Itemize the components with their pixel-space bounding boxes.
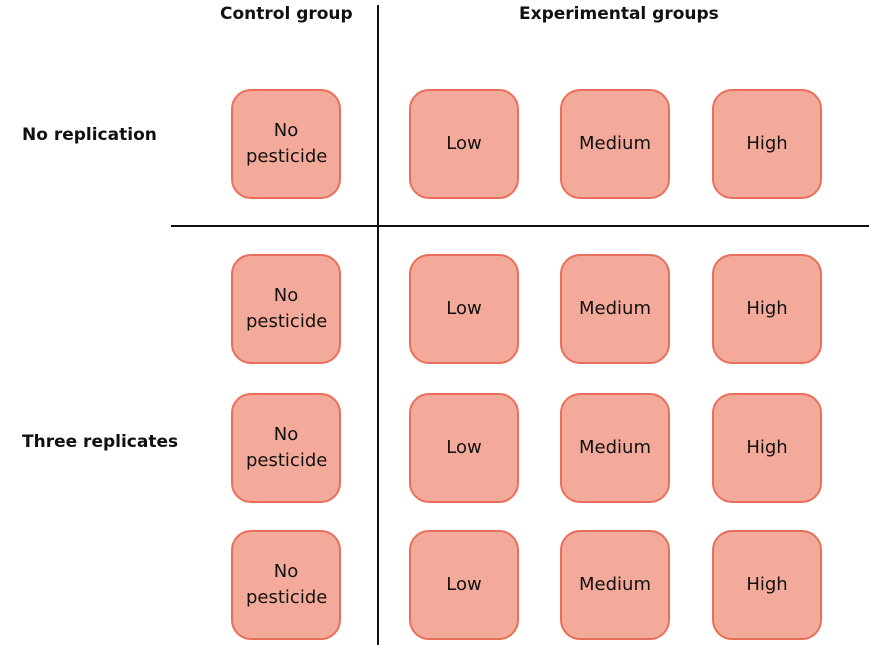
treatment-label: No pesticide (246, 561, 328, 608)
row-label-three-replicates: Three replicates (22, 432, 179, 452)
treatment-label: High (746, 133, 788, 154)
treatment-label: Medium (579, 437, 651, 458)
treatment-label: High (746, 437, 788, 458)
treatment-box-high: High (712, 393, 822, 503)
treatment-box-low: Low (409, 254, 519, 364)
treatment-box-control: No pesticide (231, 254, 341, 364)
vertical-divider (377, 5, 379, 645)
treatment-box-low: Low (409, 393, 519, 503)
treatment-label: Medium (579, 133, 651, 154)
treatment-box-control: No pesticide (231, 89, 341, 199)
treatment-box-medium: Medium (560, 393, 670, 503)
row-label-no-replication: No replication (22, 125, 157, 145)
control-group-header: Control group (220, 4, 353, 24)
treatment-box-high: High (712, 89, 822, 199)
treatment-box-low: Low (409, 530, 519, 640)
treatment-label: Medium (579, 298, 651, 319)
treatment-box-medium: Medium (560, 530, 670, 640)
treatment-box-medium: Medium (560, 89, 670, 199)
treatment-label: Medium (579, 574, 651, 595)
treatment-label: Low (446, 298, 482, 319)
treatment-label: High (746, 574, 788, 595)
treatment-label: Low (446, 133, 482, 154)
treatment-label: Low (446, 574, 482, 595)
treatment-label: Low (446, 437, 482, 458)
treatment-box-control: No pesticide (231, 393, 341, 503)
treatment-label: No pesticide (246, 424, 328, 471)
treatment-label: High (746, 298, 788, 319)
treatment-box-control: No pesticide (231, 530, 341, 640)
treatment-box-high: High (712, 254, 822, 364)
treatment-box-low: Low (409, 89, 519, 199)
treatment-box-high: High (712, 530, 822, 640)
horizontal-divider (171, 225, 869, 227)
treatment-label: No pesticide (246, 120, 328, 167)
treatment-label: No pesticide (246, 285, 328, 332)
experimental-groups-header: Experimental groups (519, 4, 719, 24)
treatment-box-medium: Medium (560, 254, 670, 364)
